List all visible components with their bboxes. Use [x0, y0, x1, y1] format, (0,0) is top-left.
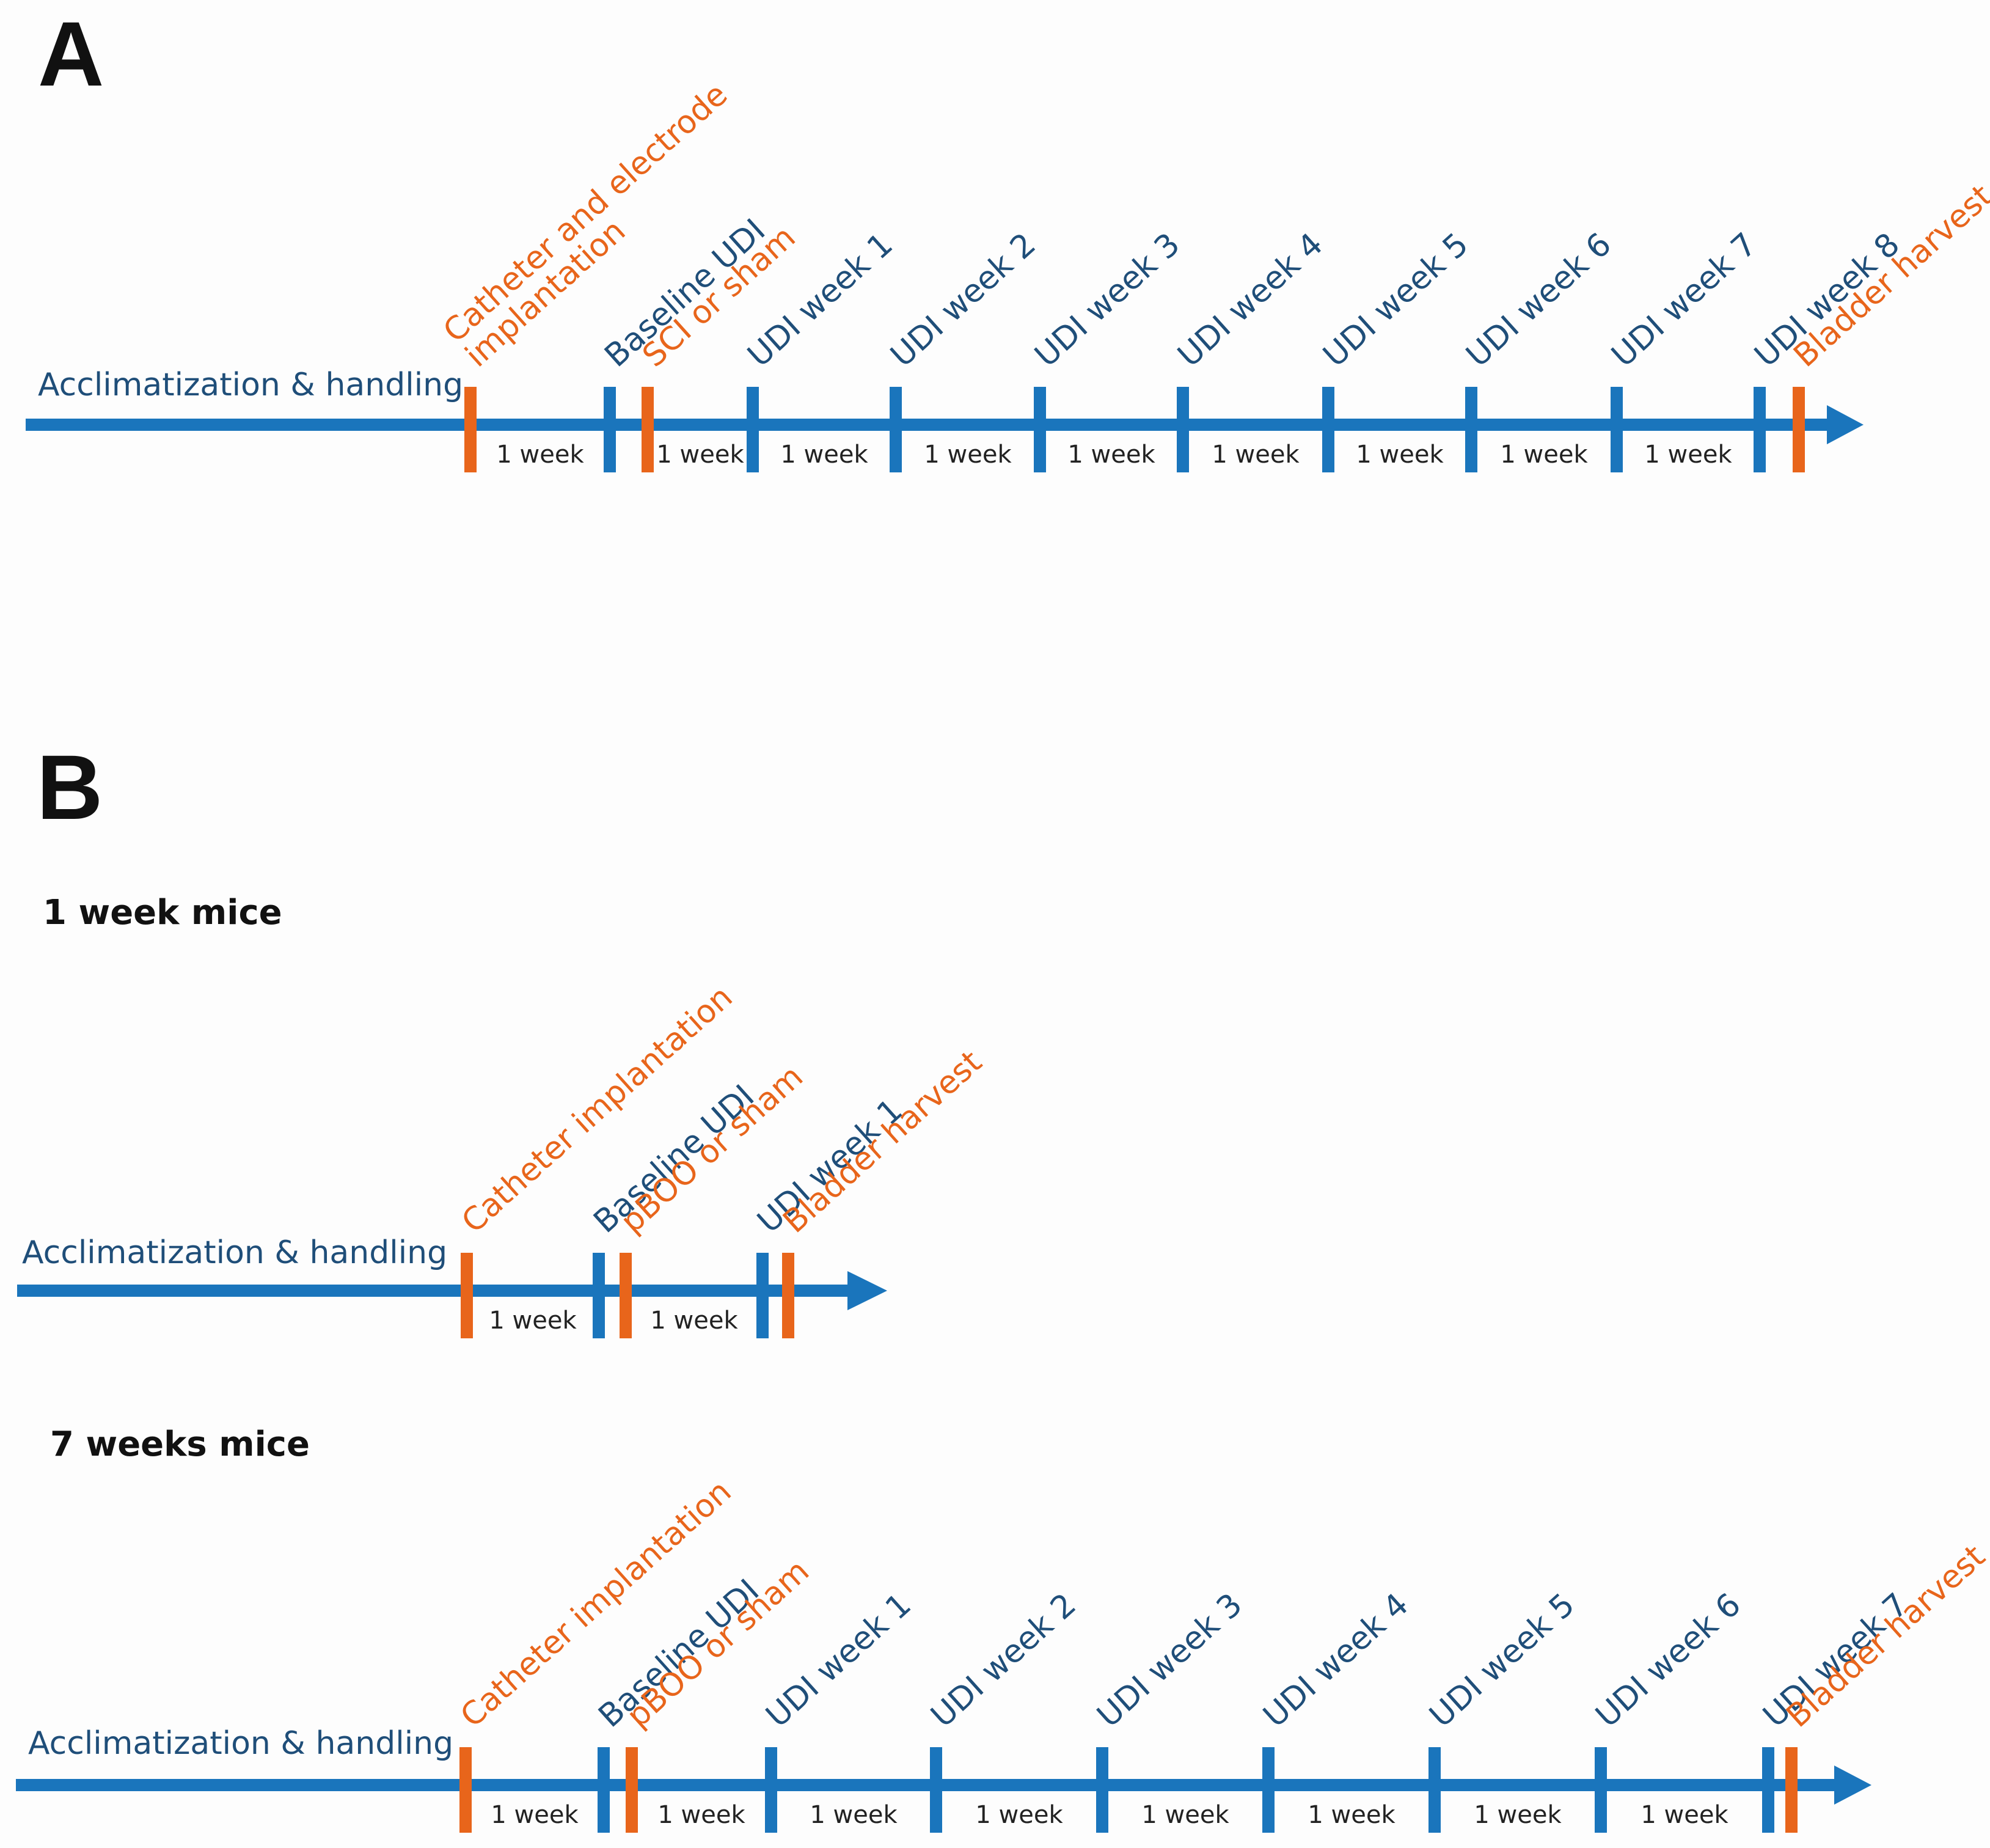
timeline-b2-interval-label: 1 week	[1308, 1801, 1396, 1829]
timeline-b2-arrowhead	[1834, 1766, 1871, 1805]
timeline-a-interval-label: 1 week	[1500, 441, 1588, 469]
timeline-a-event-label: UDI week 2	[884, 226, 1043, 375]
timeline-b2-interval-label: 1 week	[491, 1801, 579, 1829]
timeline-b2-interval-label: 1 week	[1474, 1801, 1562, 1829]
timeline-b1-title: 1 week mice	[43, 893, 282, 933]
timeline-b2-event-label: UDI week 6	[1589, 1586, 1748, 1735]
timeline-b1-event-label: Bladder harvest	[777, 1044, 989, 1241]
timeline-b2-event-label: UDI week 5	[1423, 1586, 1582, 1735]
timeline-a-event-label: UDI week 5	[1317, 226, 1476, 375]
timeline-a-interval-label: 1 week	[1212, 441, 1300, 469]
timeline-b2-interval-label: 1 week	[657, 1801, 745, 1829]
timeline-b2-event-label: Bladder harvest	[1780, 1538, 1990, 1735]
timeline-b2-interval-label: 1 week	[1141, 1801, 1229, 1829]
timeline-b2-event-label: UDI week 3	[1091, 1586, 1249, 1735]
timeline-b2-interval-label: 1 week	[1641, 1801, 1728, 1829]
timeline-b2: Acclimatization & handling Catheter impl…	[16, 1473, 1990, 1833]
timeline-b2-event-label: UDI week 4	[1257, 1586, 1416, 1735]
panel-b-letter: B	[37, 736, 103, 838]
timeline-b2-event-label: UDI week 2	[924, 1586, 1083, 1735]
timeline-a-event-label: UDI week 4	[1171, 226, 1330, 375]
timeline-a-interval-label: 1 week	[780, 441, 868, 469]
timeline-a-interval-label: 1 week	[656, 441, 744, 469]
timeline-b1-interval-label: 1 week	[489, 1307, 577, 1335]
timeline-a-interval-label: 1 week	[1644, 441, 1732, 469]
timeline-a-start-label: Acclimatization & handling	[38, 367, 463, 403]
timeline-a-event-label: UDI week 3	[1028, 226, 1187, 375]
timeline-b1-event-label: Catheter implantation	[455, 979, 740, 1241]
timeline-b2-event-label: Catheter implantation	[454, 1473, 739, 1735]
timeline-b1-start-label: Acclimatization & handling	[22, 1234, 447, 1271]
timeline-b2-interval-label: 1 week	[810, 1801, 898, 1829]
timeline-a-interval-label: 1 week	[924, 441, 1012, 469]
timeline-b1-interval-label: 1 week	[650, 1307, 738, 1335]
timeline-b1: Acclimatization & handling Catheter impl…	[17, 979, 989, 1338]
timeline-b1-arrowhead	[847, 1271, 887, 1310]
timeline-a-event-label: UDI week 7	[1605, 226, 1764, 375]
timeline-a-arrowhead	[1827, 405, 1864, 444]
timeline-a-event-label: UDI week 6	[1460, 226, 1619, 375]
timeline-a-event-label: Bladder harvest	[1787, 178, 1990, 375]
timeline-a-interval-label: 1 week	[496, 441, 584, 469]
timeline-b2-title: 7 weeks mice	[50, 1425, 310, 1464]
timeline-a: Acclimatization & handling Catheter and …	[26, 76, 1990, 472]
panel-a-letter: A	[38, 2, 104, 105]
timeline-b2-start-label: Acclimatization & handling	[28, 1725, 453, 1762]
timeline-a-interval-label: 1 week	[1067, 441, 1155, 469]
timeline-b2-interval-label: 1 week	[975, 1801, 1063, 1829]
timeline-a-interval-label: 1 week	[1356, 441, 1444, 469]
